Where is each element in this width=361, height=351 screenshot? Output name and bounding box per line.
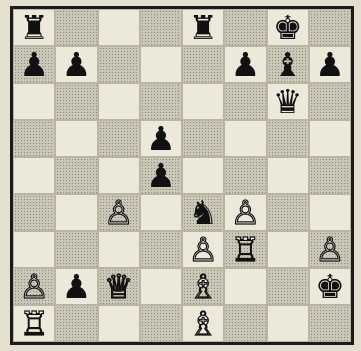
board-square[interactable] xyxy=(55,120,97,157)
board-square[interactable] xyxy=(267,231,309,268)
board-square[interactable]: ♟ xyxy=(224,46,266,83)
board-square[interactable]: ♟ xyxy=(55,268,97,305)
board-square[interactable] xyxy=(267,305,309,342)
board-square[interactable] xyxy=(13,157,55,194)
board-square[interactable] xyxy=(13,231,55,268)
black-pawn-icon[interactable]: ♟ xyxy=(146,159,176,192)
board-square[interactable] xyxy=(55,83,97,120)
board-square[interactable] xyxy=(140,9,182,46)
board-square[interactable]: ♙ xyxy=(98,194,140,231)
board-square[interactable] xyxy=(224,305,266,342)
board-square[interactable] xyxy=(309,120,351,157)
board-square[interactable]: ♗ xyxy=(182,268,224,305)
chess-board: ♜ ♜ ♚ ♟ ♟ ♟ ♝ ♟ ♛ ♟ ♟ ♙ ♞ ♙ ♙ ♖ ♙ ♙ ♟ ♕ ♗ ♚ ♖ ♗ xyxy=(10,6,354,345)
board-square[interactable] xyxy=(98,83,140,120)
board-square[interactable] xyxy=(140,231,182,268)
black-rook-icon[interactable]: ♜ xyxy=(19,11,49,44)
board-square[interactable] xyxy=(182,83,224,120)
white-pawn-icon[interactable]: ♙ xyxy=(231,196,261,229)
board-square[interactable]: ♜ xyxy=(13,9,55,46)
board-square[interactable] xyxy=(55,9,97,46)
black-pawn-icon[interactable]: ♟ xyxy=(315,48,345,81)
board-square[interactable] xyxy=(182,120,224,157)
board-square[interactable] xyxy=(98,120,140,157)
white-bishop-icon[interactable]: ♗ xyxy=(188,307,218,340)
board-square[interactable] xyxy=(140,83,182,120)
board-square[interactable] xyxy=(140,268,182,305)
board-square[interactable]: ♝ xyxy=(267,46,309,83)
board-square[interactable]: ♟ xyxy=(309,46,351,83)
board-square[interactable] xyxy=(309,305,351,342)
board-square[interactable] xyxy=(267,157,309,194)
board-square[interactable]: ♟ xyxy=(140,157,182,194)
board-square[interactable] xyxy=(224,120,266,157)
board-square[interactable] xyxy=(309,157,351,194)
white-pawn-icon[interactable]: ♙ xyxy=(104,196,134,229)
black-rook-icon[interactable]: ♜ xyxy=(188,11,218,44)
board-square[interactable] xyxy=(55,231,97,268)
board-square[interactable] xyxy=(13,120,55,157)
white-pawn-icon[interactable]: ♙ xyxy=(19,270,49,303)
board-square[interactable] xyxy=(224,9,266,46)
black-bishop-icon[interactable]: ♝ xyxy=(273,48,303,81)
board-square[interactable] xyxy=(98,231,140,268)
board-square[interactable] xyxy=(309,83,351,120)
board-square[interactable]: ♖ xyxy=(13,305,55,342)
white-rook-icon[interactable]: ♖ xyxy=(19,307,49,340)
black-king-icon[interactable]: ♚ xyxy=(315,270,345,303)
board-square[interactable]: ♙ xyxy=(13,268,55,305)
board-square[interactable]: ♙ xyxy=(309,231,351,268)
black-pawn-icon[interactable]: ♟ xyxy=(231,48,261,81)
board-square[interactable] xyxy=(55,194,97,231)
board-square[interactable] xyxy=(309,9,351,46)
board-square[interactable] xyxy=(55,305,97,342)
board-square[interactable] xyxy=(98,9,140,46)
board-square[interactable] xyxy=(98,46,140,83)
board-square[interactable]: ♛ xyxy=(267,83,309,120)
board-square[interactable]: ♟ xyxy=(55,46,97,83)
board-square[interactable] xyxy=(140,46,182,83)
board-square[interactable]: ♙ xyxy=(182,231,224,268)
board-square[interactable] xyxy=(224,83,266,120)
black-pawn-icon[interactable]: ♟ xyxy=(62,270,92,303)
black-pawn-icon[interactable]: ♟ xyxy=(62,48,92,81)
board-square[interactable]: ♗ xyxy=(182,305,224,342)
board-square[interactable] xyxy=(13,194,55,231)
black-pawn-icon[interactable]: ♟ xyxy=(146,122,176,155)
board-square[interactable] xyxy=(140,305,182,342)
white-pawn-icon[interactable]: ♙ xyxy=(315,233,345,266)
black-queen-icon[interactable]: ♛ xyxy=(273,85,303,118)
board-square[interactable]: ♖ xyxy=(224,231,266,268)
white-pawn-icon[interactable]: ♙ xyxy=(188,233,218,266)
board-square[interactable]: ♜ xyxy=(182,9,224,46)
board-square[interactable]: ♞ xyxy=(182,194,224,231)
board-square[interactable]: ♙ xyxy=(224,194,266,231)
board-square[interactable] xyxy=(98,305,140,342)
board-square[interactable] xyxy=(98,157,140,194)
black-pawn-icon[interactable]: ♟ xyxy=(19,48,49,81)
board-square[interactable] xyxy=(182,46,224,83)
board-square[interactable]: ♚ xyxy=(309,268,351,305)
board-square[interactable] xyxy=(182,157,224,194)
board-square[interactable] xyxy=(267,194,309,231)
black-king-icon[interactable]: ♚ xyxy=(273,11,303,44)
board-square[interactable] xyxy=(267,120,309,157)
white-bishop-icon[interactable]: ♗ xyxy=(188,270,218,303)
board-square[interactable]: ♚ xyxy=(267,9,309,46)
board-square[interactable] xyxy=(55,157,97,194)
board-square[interactable] xyxy=(13,83,55,120)
board-square[interactable] xyxy=(224,268,266,305)
white-queen-icon[interactable]: ♕ xyxy=(104,270,134,303)
white-rook-icon[interactable]: ♖ xyxy=(231,233,261,266)
black-knight-icon[interactable]: ♞ xyxy=(188,196,218,229)
board-square[interactable] xyxy=(267,268,309,305)
board-square[interactable]: ♕ xyxy=(98,268,140,305)
board-square[interactable] xyxy=(309,194,351,231)
board-square[interactable]: ♟ xyxy=(140,120,182,157)
board-square[interactable] xyxy=(224,157,266,194)
board-square[interactable]: ♟ xyxy=(13,46,55,83)
board-square[interactable] xyxy=(140,194,182,231)
